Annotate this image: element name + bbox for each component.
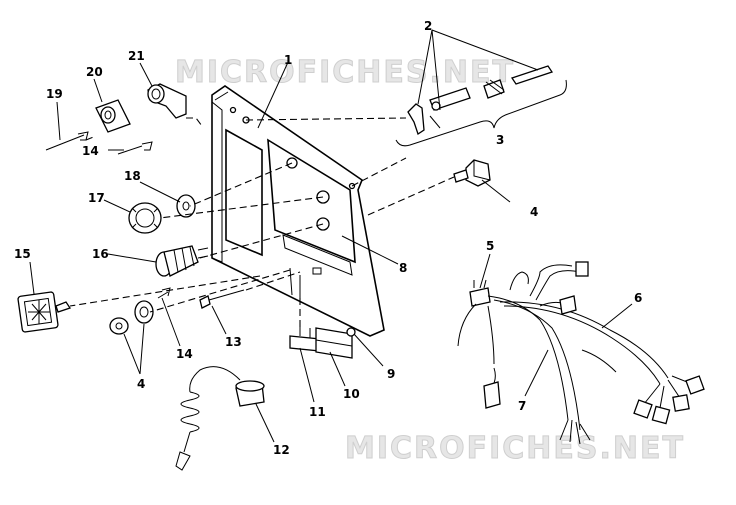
watermark-bottom: MICROFICHES.NET	[345, 431, 685, 466]
callout-8: 8	[399, 261, 407, 275]
screw-14-top	[117, 141, 153, 155]
callout-7: 7	[518, 399, 526, 413]
callout-21: 21	[128, 49, 145, 63]
callout-1: 1	[284, 53, 292, 67]
brackets-10-11	[289, 326, 356, 359]
callout-20: 20	[86, 65, 103, 79]
callout-6: 6	[634, 291, 642, 305]
callout-17: 17	[88, 191, 105, 205]
watermark-top: MICROFICHES.NET	[175, 55, 515, 90]
bracket-20	[95, 99, 131, 133]
key-15	[17, 291, 72, 333]
switch-assembly	[395, 65, 567, 147]
screw-14-bottom	[157, 287, 171, 299]
bolt-13	[199, 289, 245, 309]
ignition-16	[155, 245, 209, 277]
toggle-switch	[453, 159, 491, 187]
tether-cord-12	[175, 366, 265, 471]
callout-15: 15	[14, 247, 31, 261]
bolt-19	[45, 131, 89, 151]
callout-10: 10	[343, 387, 360, 401]
callout-4-left: 4	[137, 377, 145, 391]
nut-17	[128, 202, 162, 234]
callout-5: 5	[486, 239, 494, 253]
washer-18	[176, 194, 196, 218]
dash-panel	[211, 85, 385, 337]
alignment-lines	[69, 117, 455, 330]
callout-3: 3	[496, 133, 504, 147]
callout-14-top: 14	[82, 144, 99, 158]
callout-13: 13	[225, 335, 242, 349]
callout-14-bottom: 14	[176, 347, 193, 361]
callout-2: 2	[424, 19, 432, 33]
wiring-harness	[457, 261, 705, 445]
nuts-4	[109, 300, 154, 335]
callout-4-right: 4	[530, 205, 538, 219]
leader-lines	[29, 29, 633, 443]
callout-18: 18	[124, 169, 141, 183]
callout-19: 19	[46, 87, 63, 101]
callout-12: 12	[273, 443, 290, 457]
bracket-21	[147, 83, 187, 119]
callout-11: 11	[309, 405, 326, 419]
callout-9: 9	[387, 367, 395, 381]
callout-16: 16	[92, 247, 109, 261]
